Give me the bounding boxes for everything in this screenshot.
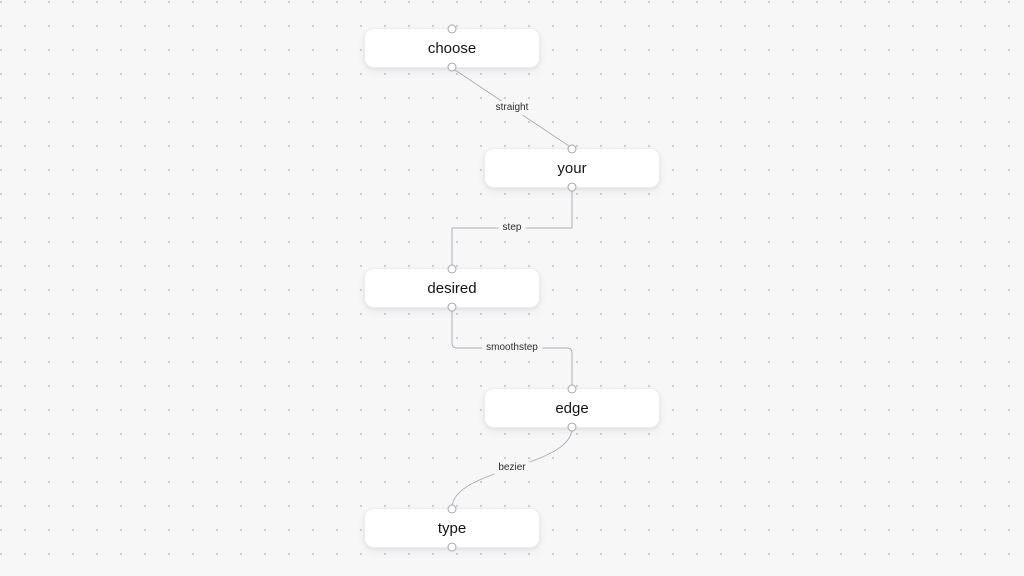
node-edge-label: edge xyxy=(555,399,589,417)
node-type[interactable]: type xyxy=(364,504,540,552)
edge-bezier-label[interactable]: bezier xyxy=(494,461,530,475)
edge-step-label[interactable]: step xyxy=(498,221,526,235)
node-desired-label: desired xyxy=(427,279,477,297)
node-your-source-handle-icon[interactable] xyxy=(567,182,577,192)
node-your-target-handle-icon[interactable] xyxy=(567,144,577,154)
node-type-target-handle-icon[interactable] xyxy=(447,504,457,514)
node-type-label: type xyxy=(437,519,467,537)
node-choose-source-handle-icon[interactable] xyxy=(447,62,457,72)
node-edge-target-handle-icon[interactable] xyxy=(567,384,577,394)
node-desired-source-handle-icon[interactable] xyxy=(447,302,457,312)
node-type-source-handle-icon[interactable] xyxy=(447,542,457,552)
edge-straight-label[interactable]: straight xyxy=(491,101,533,115)
edge-smoothstep-label[interactable]: smoothstep xyxy=(482,341,542,355)
node-choose-label: choose xyxy=(427,39,477,57)
node-your-label: your xyxy=(557,159,587,177)
node-choose[interactable]: choose xyxy=(364,24,540,72)
node-desired[interactable]: desired xyxy=(364,264,540,312)
node-desired-target-handle-icon[interactable] xyxy=(447,264,457,274)
node-choose-target-handle-icon[interactable] xyxy=(447,24,457,34)
node-edge-source-handle-icon[interactable] xyxy=(567,422,577,432)
node-your[interactable]: your xyxy=(484,144,660,192)
node-edge[interactable]: edge xyxy=(484,384,660,432)
